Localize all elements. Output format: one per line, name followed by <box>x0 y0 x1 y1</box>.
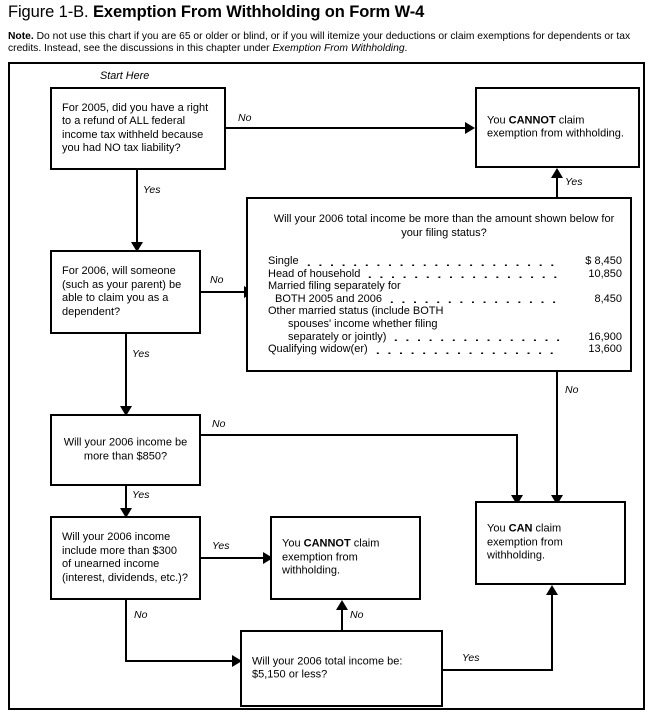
edge-q1-no-arrowhead <box>465 122 475 134</box>
edge-label-table-no: No <box>565 384 579 396</box>
edge-label-q2-no: No <box>210 274 224 286</box>
edge-q4-no-line-h <box>125 660 238 662</box>
decision-box-q5-text: Will your 2006 total income be: $5,150 o… <box>252 654 403 681</box>
leader-dots <box>371 350 561 354</box>
edge-label-q4-no: No <box>134 609 148 621</box>
figure-note: Note. Do not use this chart if you are 6… <box>8 31 646 56</box>
figure-title-text: Exemption From Withholding on Form W-4 <box>93 3 425 21</box>
decision-box-q4[interactable]: Will your 2006 income include more than … <box>50 516 201 600</box>
decision-box-q4-text: Will your 2006 income include more than … <box>62 530 188 584</box>
income-table-row: Single $ 8,450 <box>268 255 622 268</box>
edge-label-q1-yes: Yes <box>143 184 161 196</box>
outcome-box-cannot-top[interactable]: You CANNOT claim exemption from withhold… <box>475 87 640 168</box>
edge-q3-yes-arrowhead <box>120 508 132 518</box>
income-table-row-value: 8,450 <box>594 292 622 305</box>
income-table-row: Other married status (include BOTH <box>268 305 622 318</box>
edge-q4-yes-line <box>201 557 266 559</box>
edge-table-yes-arrowhead <box>551 168 563 178</box>
income-table-row: BOTH 2005 and 2006 8,450 <box>268 293 622 306</box>
edge-q5-no-arrowhead <box>336 600 348 610</box>
edge-label-q3-no: No <box>212 418 226 430</box>
decision-box-q1[interactable]: For 2005, did you have a right to a refu… <box>50 87 226 170</box>
edge-q5-yes-arrowhead <box>546 585 558 595</box>
edge-q3-yes-line <box>125 486 127 515</box>
income-table-row: Married filing separately for <box>268 280 622 293</box>
leader-dots <box>302 262 561 266</box>
edge-label-q4-yes: Yes <box>212 540 230 552</box>
income-table-row-value: $ 8,450 <box>585 255 622 267</box>
edge-q2-no-line <box>201 291 247 293</box>
income-table-row-value: 10,850 <box>588 267 622 280</box>
income-table-row-label: Other married status (include BOTH <box>268 305 444 318</box>
edge-q3-no-line-h <box>201 434 518 436</box>
income-table-row-value: 13,600 <box>588 343 622 356</box>
edge-q4-no-line-v <box>125 600 127 662</box>
edge-label-table-yes: Yes <box>565 176 583 188</box>
edge-q2-yes-line <box>125 334 127 412</box>
income-table-row-label: separately or jointly) <box>288 330 387 343</box>
income-table-row: Head of household 10,850 <box>268 268 622 281</box>
income-table-row: spouses' income whether filing <box>268 318 622 331</box>
outcome-box-cannot-bottom[interactable]: You CANNOT claim exemption from withhold… <box>270 516 421 600</box>
leader-dots <box>386 300 561 304</box>
income-table-row-label: BOTH 2005 and 2006 <box>275 292 383 305</box>
edge-q5-yes-line-h <box>443 669 553 671</box>
leader-dots <box>405 288 561 291</box>
note-body: Do not use this chart if you are 65 or o… <box>8 31 631 55</box>
decision-box-q3[interactable]: Will your 2006 income be more than $850? <box>50 414 201 486</box>
decision-box-q1-text: For 2005, did you have a right to a refu… <box>62 101 209 155</box>
leader-dots <box>441 326 561 329</box>
decision-box-q2-text: For 2006, will someone (such as your par… <box>62 264 182 318</box>
edge-q5-no-line <box>341 609 343 631</box>
edge-q1-yes-line <box>136 170 138 248</box>
leader-dots <box>390 338 561 342</box>
income-table-row-label: Married filing separately for <box>268 280 401 293</box>
edge-q4-yes-arrowhead <box>263 552 273 564</box>
decision-box-q5[interactable]: Will your 2006 total income be: $5,150 o… <box>240 630 443 707</box>
start-here-label: Start Here <box>100 70 150 82</box>
edge-table-yes-line <box>556 177 558 199</box>
edge-q2-yes-arrowhead <box>120 406 132 416</box>
edge-table-no-arrowhead <box>551 495 563 505</box>
decision-box-q2[interactable]: For 2006, will someone (such as your par… <box>50 250 201 334</box>
income-table-row-label: Single <box>268 255 299 267</box>
edge-label-q5-yes: Yes <box>462 652 480 664</box>
figure-number: Figure 1-B. <box>8 3 89 21</box>
outcome-box-can-text: You CAN claim exemption from withholding… <box>487 522 563 562</box>
note-end: . <box>404 43 408 55</box>
income-table-row: Qualifying widow(er) 13,600 <box>268 343 622 356</box>
leader-dots <box>364 275 561 279</box>
income-table-row-value: 16,900 <box>588 330 622 343</box>
edge-q1-yes-arrowhead <box>131 242 143 252</box>
figure-title: Figure 1-B. Exemption From Withholding o… <box>8 2 648 22</box>
edge-label-q3-yes: Yes <box>132 489 150 501</box>
income-table-row-label: Qualifying widow(er) <box>268 343 368 356</box>
edge-label-q2-yes: Yes <box>132 348 150 360</box>
edge-q1-no-line <box>226 127 468 129</box>
outcome-box-can[interactable]: You CAN claim exemption from withholding… <box>475 501 626 585</box>
note-lead: Note. <box>8 31 34 42</box>
note-emphasis: Exemption From Withholding <box>272 43 405 55</box>
income-table-row-label: Head of household <box>268 267 361 280</box>
edge-q4-no-arrowhead <box>232 655 242 667</box>
edge-q3-no-arrowhead <box>511 495 523 505</box>
leader-dots <box>447 313 561 316</box>
income-table-box[interactable]: Will your 2006 total income be more than… <box>246 197 632 372</box>
income-table-row-label: spouses' income whether filing <box>288 317 438 330</box>
edge-label-q1-no: No <box>238 112 252 124</box>
edge-q5-yes-line-v <box>551 594 553 671</box>
decision-box-q3-text: Will your 2006 income be more than $850? <box>63 436 188 462</box>
outcome-box-cannot-bottom-text: You CANNOT claim exemption from withhold… <box>282 537 380 577</box>
edge-label-q5-no: No <box>350 609 364 621</box>
income-table-row: separately or jointly) 16,900 <box>268 331 622 344</box>
flowchart-frame: Start Here For 2005, did you have a righ… <box>8 62 645 710</box>
edge-table-no-line <box>556 372 558 501</box>
income-table-question: Will your 2006 total income be more than… <box>273 213 615 239</box>
edge-q3-no-line-v <box>516 434 518 501</box>
outcome-box-cannot-top-text: You CANNOT claim exemption from withhold… <box>487 113 624 140</box>
